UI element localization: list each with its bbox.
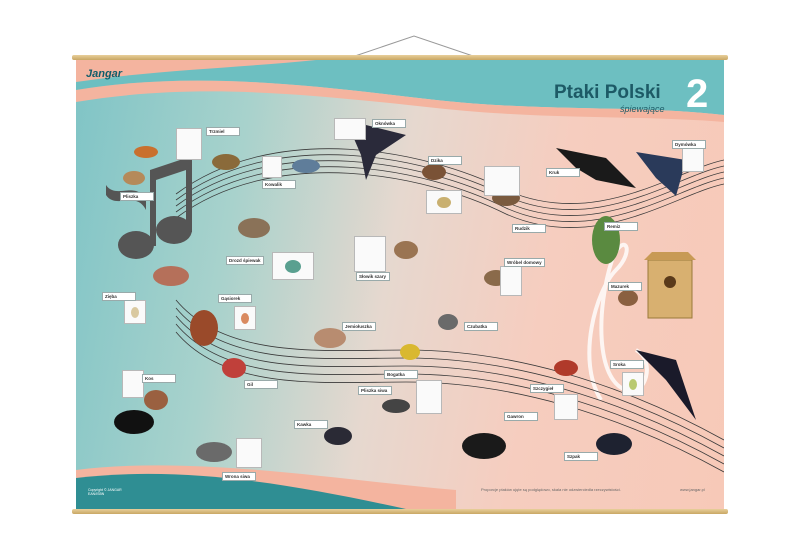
card-egg — [124, 300, 146, 324]
label-dymowka: Dymówka — [672, 140, 706, 149]
label-dzika: Dzika — [428, 156, 462, 165]
top-peach-band — [76, 80, 724, 122]
label-zieba: Zięba — [102, 292, 136, 301]
top-rod — [72, 55, 728, 60]
card-nest — [484, 166, 520, 196]
label-szczygiel: Szczygieł — [530, 384, 564, 393]
card-nest — [334, 118, 366, 140]
label-kruk: Kruk — [546, 168, 580, 177]
label-slowik: Słowik szary — [356, 272, 390, 281]
label-kowalik: Kowalik — [262, 180, 296, 189]
music-notes — [106, 156, 192, 259]
nest-box — [644, 252, 696, 319]
card-nest — [682, 148, 704, 172]
bottom-rod — [72, 509, 728, 514]
hanger-string — [354, 35, 474, 57]
brand-logo: Jangar — [86, 68, 123, 80]
bottom-teal-band — [76, 473, 406, 509]
card-nest — [122, 370, 144, 398]
label-kawka: Kawka — [294, 420, 328, 429]
label-bogatka: Bogatka — [384, 370, 418, 379]
card-footprint — [236, 438, 262, 468]
label-pliszka-siwa: Pliszka siwa — [358, 386, 392, 395]
label-szpak: Szpak — [564, 452, 598, 461]
card-nest — [554, 394, 578, 420]
footer-note: Proporcje ptaków ujęte są podglądowo, sk… — [481, 487, 621, 492]
poster-number: 2 — [686, 72, 709, 116]
card-nest — [500, 266, 522, 296]
poster: Jangar Ptaki Polski śpiewające 2 Trzmiel… — [76, 60, 724, 509]
card-nest-egg — [426, 190, 462, 214]
label-kos: Kos — [142, 374, 176, 383]
label-wrobel: Wróbel domowy — [504, 258, 545, 267]
card-egg — [234, 306, 256, 330]
card-footprint — [416, 380, 442, 414]
label-pliszka: Pliszka — [120, 192, 154, 201]
label-remiz: Remiz — [604, 222, 638, 231]
label-sroka: Sroka — [610, 360, 644, 369]
poster-subtitle: śpiewające — [620, 104, 665, 114]
label-jemiolucha: Jemiołuszka — [342, 322, 376, 331]
card-egg — [622, 372, 644, 396]
label-gasiorek: Gąsiorek — [218, 294, 252, 303]
card-nest — [262, 156, 282, 178]
label-gawron: Gawron — [504, 412, 538, 421]
hanger — [0, 0, 800, 70]
label-wrona: Wrona siwa — [222, 472, 256, 481]
label-czubatka: Czubatka — [464, 322, 498, 331]
birds — [114, 120, 696, 462]
footer-copyright: Copyright © JANGAR EAN/ISBN — [88, 488, 122, 496]
footer-url: www.jangar.pl — [680, 487, 705, 492]
card-nest — [176, 128, 202, 160]
poster-title: Ptaki Polski — [554, 82, 661, 103]
label-trznadel: Trzmiel — [206, 127, 240, 136]
label-rudzik: Rudzik — [512, 224, 546, 233]
label-oknowka: Oknówka — [372, 119, 406, 128]
top-teal-band — [76, 60, 724, 115]
card-nest-egg — [272, 252, 314, 280]
card-nest — [354, 236, 386, 272]
label-gil: Gil — [244, 380, 278, 389]
top-left-peach — [76, 60, 316, 82]
label-mazurek: Mazurek — [608, 282, 642, 291]
label-drozd: Drozd śpiewak — [226, 256, 264, 265]
